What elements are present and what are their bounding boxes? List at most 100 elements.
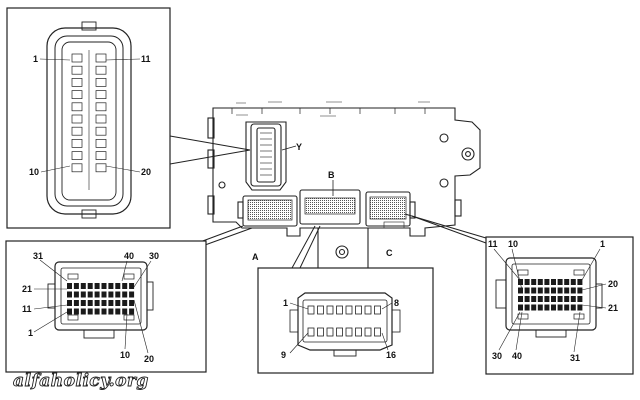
pin-y-10: 10: [29, 167, 39, 177]
pin-cavity: [374, 305, 381, 315]
pin-cavity: [551, 287, 556, 294]
pin-cavity: [537, 287, 543, 294]
pin-cavity: [80, 291, 86, 298]
pin-a-40: 40: [124, 251, 134, 261]
connector-b-panel: 1 8 9 16: [257, 267, 434, 374]
pin-cavity: [101, 308, 107, 315]
pin-cavity: [115, 291, 121, 298]
pin-cavity: [122, 291, 128, 298]
pin-cavity: [355, 327, 362, 337]
pin-a-1: 1: [28, 328, 33, 338]
pin-cavity: [336, 327, 343, 337]
pin-b-1: 1: [283, 298, 288, 308]
pin-cavity: [94, 300, 100, 306]
pin-cavity: [95, 163, 107, 173]
pin-cavity: [115, 283, 121, 289]
pin-c-30: 30: [492, 351, 502, 361]
pin-cavity: [95, 90, 107, 99]
pin-y-1: 1: [33, 54, 38, 64]
pin-cavity: [94, 283, 100, 289]
pin-cavity: [67, 300, 72, 306]
connector-y-panel: 1 11 10 20: [6, 7, 171, 229]
pin-cavity: [531, 287, 537, 294]
pin-cavity: [71, 151, 83, 160]
pin-cavity: [71, 65, 83, 75]
pin-cavity: [122, 283, 128, 289]
pin-cavity: [71, 114, 83, 124]
pin-c-1: 1: [600, 239, 605, 249]
pin-cavity: [518, 304, 523, 311]
pin-cavity: [94, 308, 100, 315]
pin-cavity: [108, 291, 114, 298]
pin-cavity: [71, 78, 83, 87]
pin-cavity: [570, 304, 576, 311]
pin-cavity: [557, 287, 563, 294]
pin-a-30: 30: [149, 251, 159, 261]
pin-cavity: [537, 296, 543, 302]
pin-cavity: [80, 283, 86, 289]
pin-cavity: [524, 287, 530, 294]
pin-cavity: [115, 300, 121, 306]
pin-cavity: [307, 305, 315, 315]
pin-cavity: [570, 296, 576, 302]
pin-cavity: [564, 304, 570, 311]
pin-cavity: [73, 300, 79, 306]
pin-cavity: [115, 308, 121, 315]
pin-cavity: [317, 305, 324, 315]
pin-b-16: 16: [386, 350, 396, 360]
pin-cavity: [570, 279, 576, 285]
pin-cavity: [531, 304, 537, 311]
pin-cavity: [71, 53, 83, 63]
pin-cavity: [73, 308, 79, 315]
pin-cavity: [71, 139, 83, 148]
pin-c-21: 21: [608, 303, 618, 313]
pin-cavity: [551, 279, 556, 285]
pin-cavity: [71, 90, 83, 99]
pin-c-11: 11: [488, 239, 498, 249]
pin-cavity: [518, 296, 523, 302]
pin-cavity: [129, 308, 135, 315]
pin-c-20: 20: [608, 279, 618, 289]
pin-cavity: [317, 327, 324, 337]
control-unit-body: [207, 101, 481, 269]
pin-cavity: [95, 102, 107, 112]
pin-cavity: [518, 279, 523, 285]
pin-cavity: [122, 308, 128, 315]
pin-cavity: [557, 279, 563, 285]
pin-cavity: [564, 296, 570, 302]
pin-cavity: [537, 304, 543, 311]
pin-cavity: [577, 304, 583, 311]
pin-cavity: [122, 300, 128, 306]
pin-a-21: 21: [22, 284, 32, 294]
pin-cavity: [129, 283, 135, 289]
pin-y-11: 11: [141, 54, 151, 64]
pin-cavity: [345, 305, 353, 315]
pin-cavity: [577, 296, 583, 302]
pin-cavity: [95, 151, 107, 160]
pin-cavity: [95, 139, 107, 148]
label-y: Y: [296, 142, 302, 152]
pin-cavity: [67, 308, 72, 315]
pin-c-40: 40: [512, 351, 522, 361]
pin-cavity: [551, 296, 556, 302]
pin-cavity: [73, 283, 79, 289]
pin-cavity: [87, 283, 93, 289]
pin-cavity: [557, 304, 563, 311]
pin-cavity: [67, 283, 72, 289]
pin-cavity: [94, 291, 100, 298]
pin-cavity: [577, 287, 583, 294]
pin-b-9: 9: [281, 350, 286, 360]
pin-cavity: [108, 308, 114, 315]
pin-a-31: 31: [33, 251, 43, 261]
pin-cavity: [345, 327, 353, 337]
pin-a-10: 10: [120, 350, 130, 360]
pin-cavity: [95, 53, 107, 63]
pin-cavity: [524, 304, 530, 311]
pin-cavity: [564, 287, 570, 294]
pin-cavity: [80, 308, 86, 315]
pin-cavity: [101, 283, 107, 289]
pin-cavity: [87, 300, 93, 306]
pin-cavity: [129, 291, 135, 298]
pin-cavity: [71, 102, 83, 112]
